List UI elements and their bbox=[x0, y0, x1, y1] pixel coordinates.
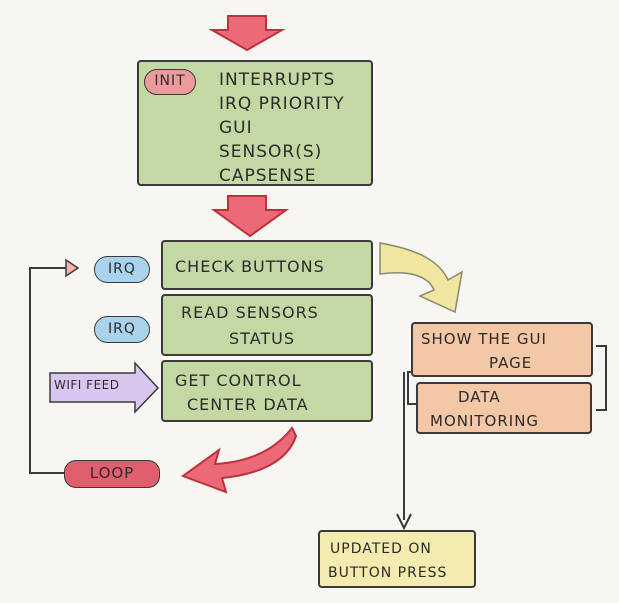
init-item-irq-priority: IRQ PRIORITY bbox=[219, 94, 345, 114]
check-buttons-label: CHECK BUTTONS bbox=[175, 257, 325, 276]
control-center-label-line2: CENTER DATA bbox=[187, 395, 309, 414]
init-tag: INIT bbox=[144, 69, 196, 95]
show-gui-box: SHOW THE GUI PAGE bbox=[411, 322, 593, 377]
irq-tag-read-sensors: IRQ bbox=[94, 316, 150, 343]
wifi-feed-arrow bbox=[49, 361, 160, 414]
curved-arrow-to-loop bbox=[180, 426, 298, 494]
irq-tag-check-buttons: IRQ bbox=[94, 256, 150, 283]
show-gui-label-line1: SHOW THE GUI bbox=[421, 330, 547, 348]
read-sensors-box: READ SENSORS STATUS bbox=[161, 294, 373, 356]
data-monitoring-label-line2: MONITORING bbox=[430, 412, 540, 430]
init-item-capsense: CAPSENSE bbox=[219, 166, 317, 186]
init-item-sensors: SENSOR(S) bbox=[219, 142, 323, 162]
updated-box: UPDATED ON BUTTON PRESS bbox=[318, 530, 476, 588]
down-arrow-middle bbox=[210, 195, 290, 238]
down-arrow-top bbox=[208, 15, 286, 52]
show-gui-label-line2: PAGE bbox=[489, 354, 533, 372]
loop-return-line bbox=[29, 267, 66, 474]
init-list: INTERRUPTS IRQ PRIORITY GUI SENSOR(S) CA… bbox=[219, 68, 345, 188]
down-line-arrowhead bbox=[396, 513, 412, 531]
control-center-label-line1: GET CONTROL bbox=[175, 371, 302, 390]
data-monitoring-box: DATA MONITORING bbox=[416, 382, 592, 434]
loop-return-arrowhead bbox=[65, 258, 80, 278]
init-item-interrupts: INTERRUPTS bbox=[219, 70, 336, 90]
curved-arrow-to-gui bbox=[379, 242, 464, 314]
read-sensors-label-line2: STATUS bbox=[229, 329, 296, 348]
gui-bracket bbox=[596, 345, 607, 411]
updated-label-line2: BUTTON PRESS bbox=[328, 565, 448, 581]
wifi-feed-label: WIFI FEED bbox=[54, 378, 120, 392]
loop-tag: LOOP bbox=[64, 460, 160, 488]
data-monitoring-label-line1: DATA bbox=[458, 388, 501, 406]
read-sensors-label-line1: READ SENSORS bbox=[181, 303, 319, 322]
check-buttons-box: CHECK BUTTONS bbox=[161, 240, 373, 290]
init-box: INIT INTERRUPTS IRQ PRIORITY GUI SENSOR(… bbox=[137, 60, 373, 186]
init-item-gui: GUI bbox=[219, 118, 253, 138]
updated-label-line1: UPDATED ON bbox=[330, 541, 432, 557]
control-center-box: GET CONTROL CENTER DATA bbox=[161, 360, 373, 422]
